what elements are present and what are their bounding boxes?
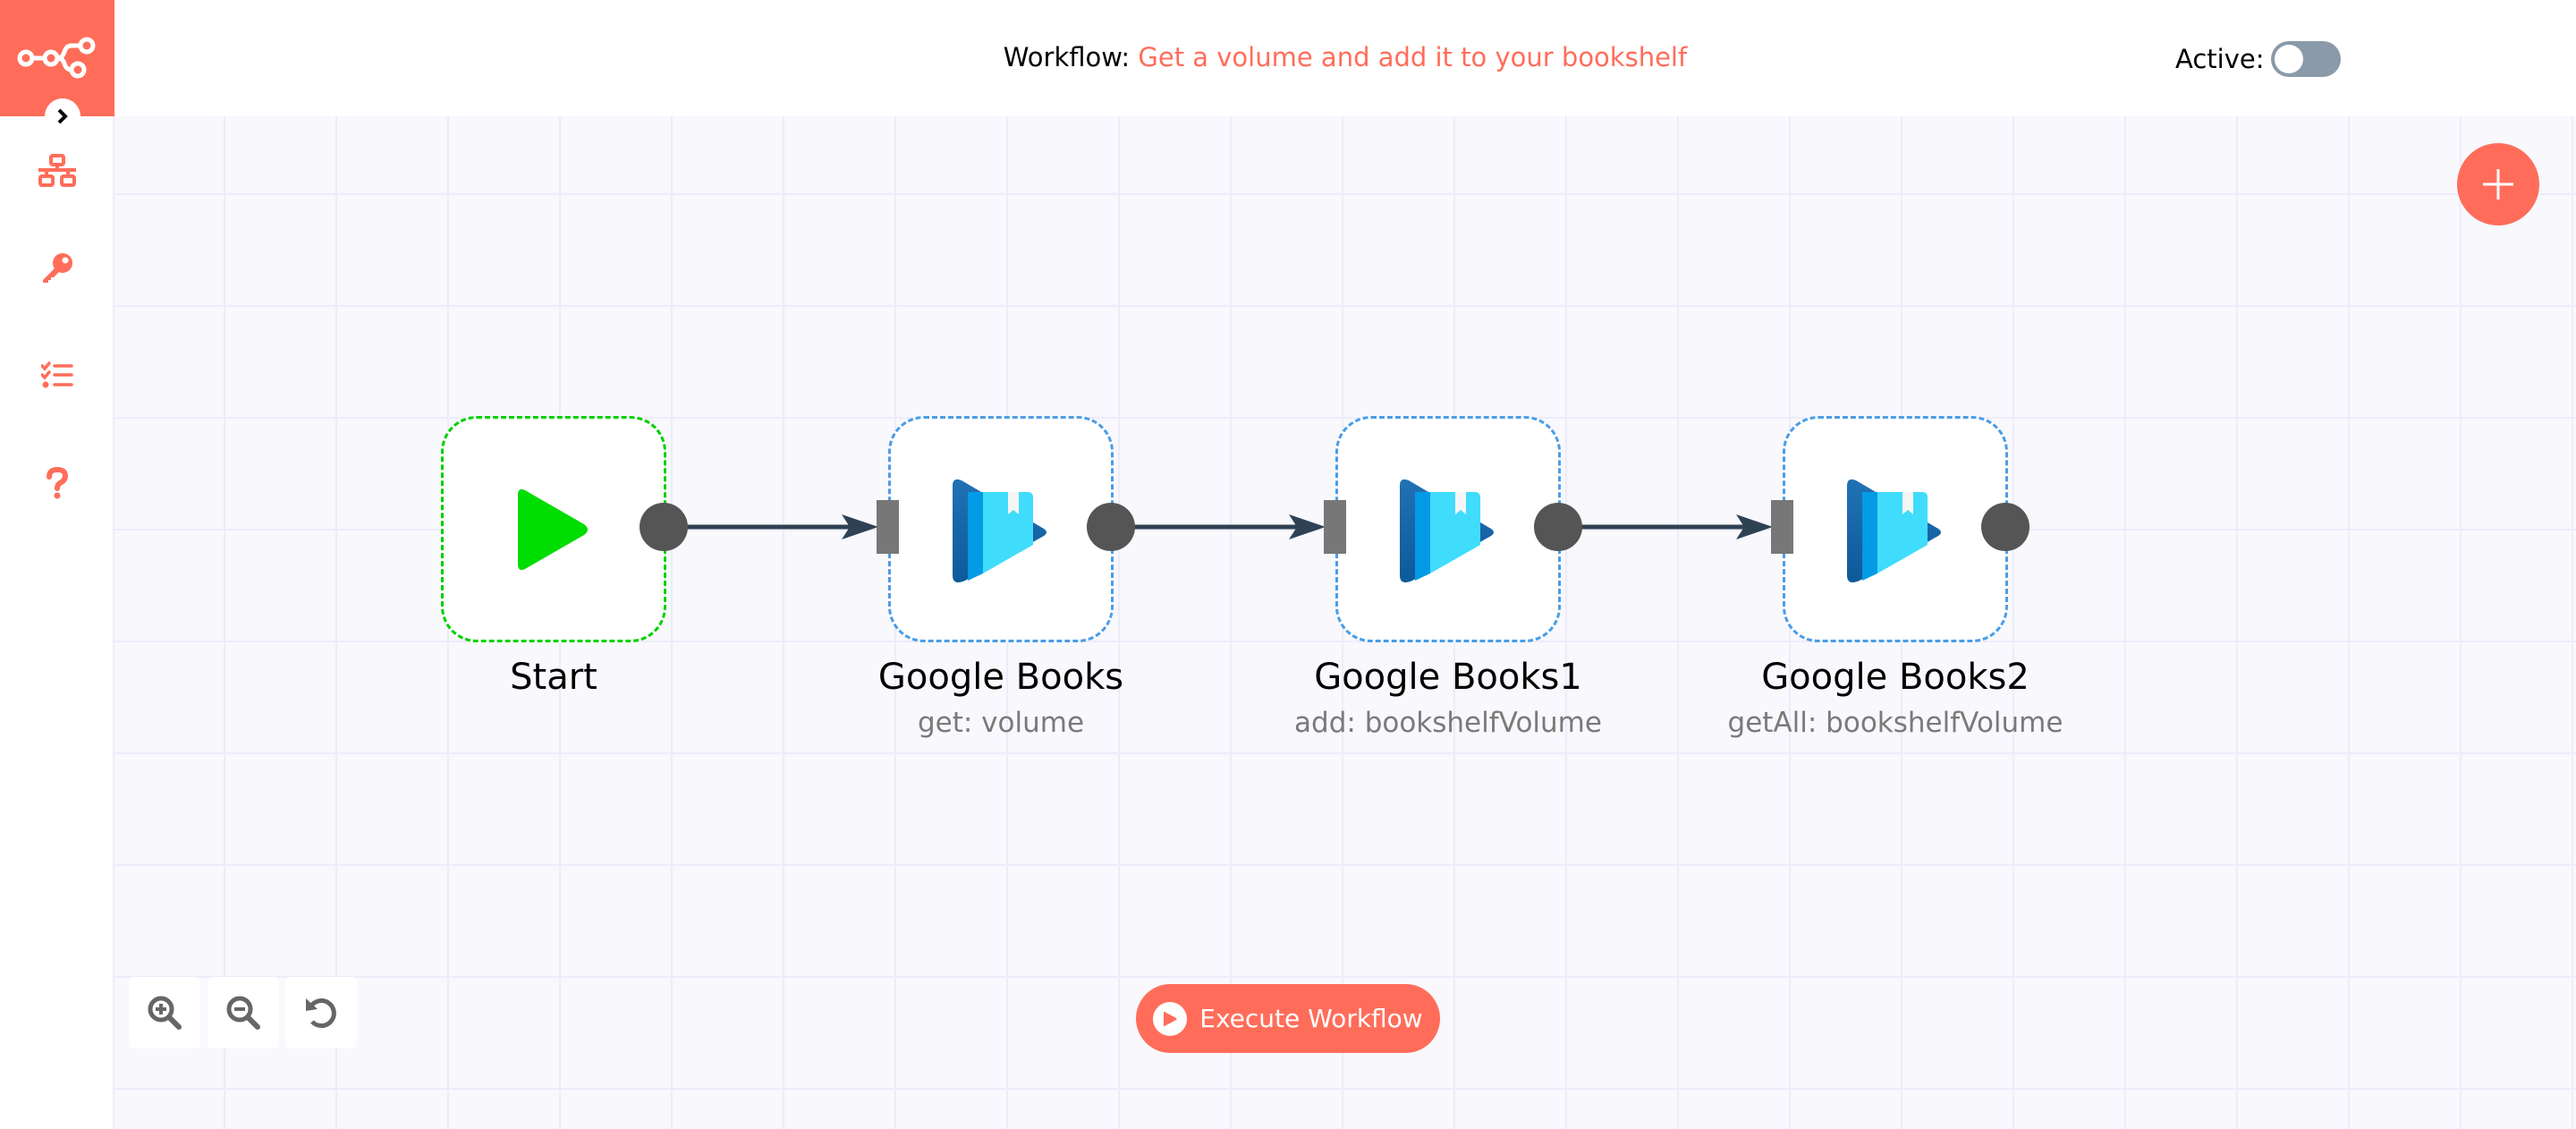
play-icon [518, 488, 588, 570]
toggle-knob [2275, 45, 2304, 73]
key-icon [43, 253, 72, 283]
google-books-icon [1847, 479, 1941, 582]
node-googlebooks-subtitle: get: volume [917, 707, 1085, 739]
node-googlebooks2-subtitle: getAll: bookshelfVolume [1727, 707, 2063, 739]
add-node-button[interactable] [2457, 143, 2539, 225]
workflow-label: Workflow: [1003, 42, 1131, 72]
google-books-icon [953, 479, 1046, 582]
header: Workflow: Get a volume and add it to you… [114, 0, 2576, 116]
node-googlebooks2[interactable] [1783, 416, 2008, 642]
zoom-out-icon [226, 996, 260, 1030]
node-googlebooks[interactable] [888, 416, 1114, 642]
sidebar-item-workflows[interactable] [0, 140, 114, 202]
sidebar-item-help[interactable] [0, 452, 114, 514]
expand-sidebar-button[interactable] [45, 98, 80, 134]
node-start-label: Start [510, 657, 597, 698]
active-control: Active: [2175, 41, 2342, 77]
active-toggle[interactable] [2271, 41, 2342, 77]
reset-zoom-button[interactable] [285, 977, 357, 1048]
node-googlebooks-label: Google Books [877, 657, 1124, 698]
active-label: Active: [2175, 44, 2265, 74]
logo-icon [17, 37, 96, 79]
node-googlebooks-output[interactable] [1087, 503, 1135, 551]
node-googlebooks1-subtitle: add: bookshelfVolume [1294, 707, 1602, 739]
node-start[interactable] [441, 416, 666, 642]
node-googlebooks1-input[interactable] [1324, 500, 1346, 554]
sidebar [0, 0, 114, 1129]
workflow-title: Workflow: Get a volume and add it to you… [114, 39, 2576, 75]
sidebar-item-executions[interactable] [0, 344, 114, 407]
node-googlebooks-input[interactable] [877, 500, 899, 554]
google-books-icon [1400, 479, 1494, 582]
n8n-logo[interactable] [0, 0, 114, 116]
plus-icon [2483, 169, 2513, 199]
question-icon [47, 467, 69, 499]
node-googlebooks2-label: Google Books2 [1761, 657, 2029, 698]
sitemap-icon [38, 154, 76, 187]
execute-workflow-label: Execute Workflow [1199, 1004, 1423, 1033]
execute-workflow-button[interactable]: Execute Workflow [1136, 984, 1440, 1053]
node-googlebooks1-label: Google Books1 [1314, 657, 1582, 698]
node-googlebooks1[interactable] [1335, 416, 1561, 642]
reset-zoom-icon [306, 998, 336, 1029]
zoom-in-button[interactable] [129, 977, 200, 1048]
node-googlebooks1-output[interactable] [1534, 503, 1582, 551]
zoom-out-button[interactable] [208, 977, 279, 1048]
node-start-output[interactable] [640, 503, 688, 551]
tasks-icon [41, 361, 73, 388]
node-googlebooks2-output[interactable] [1981, 503, 2029, 551]
chevron-right-icon [57, 108, 68, 124]
play-circle-icon [1153, 1001, 1188, 1036]
sidebar-item-credentials[interactable] [0, 237, 114, 300]
zoom-in-icon [148, 996, 182, 1030]
node-googlebooks2-input[interactable] [1771, 500, 1793, 554]
workflow-name[interactable]: Get a volume and add it to your bookshel… [1138, 42, 1688, 72]
